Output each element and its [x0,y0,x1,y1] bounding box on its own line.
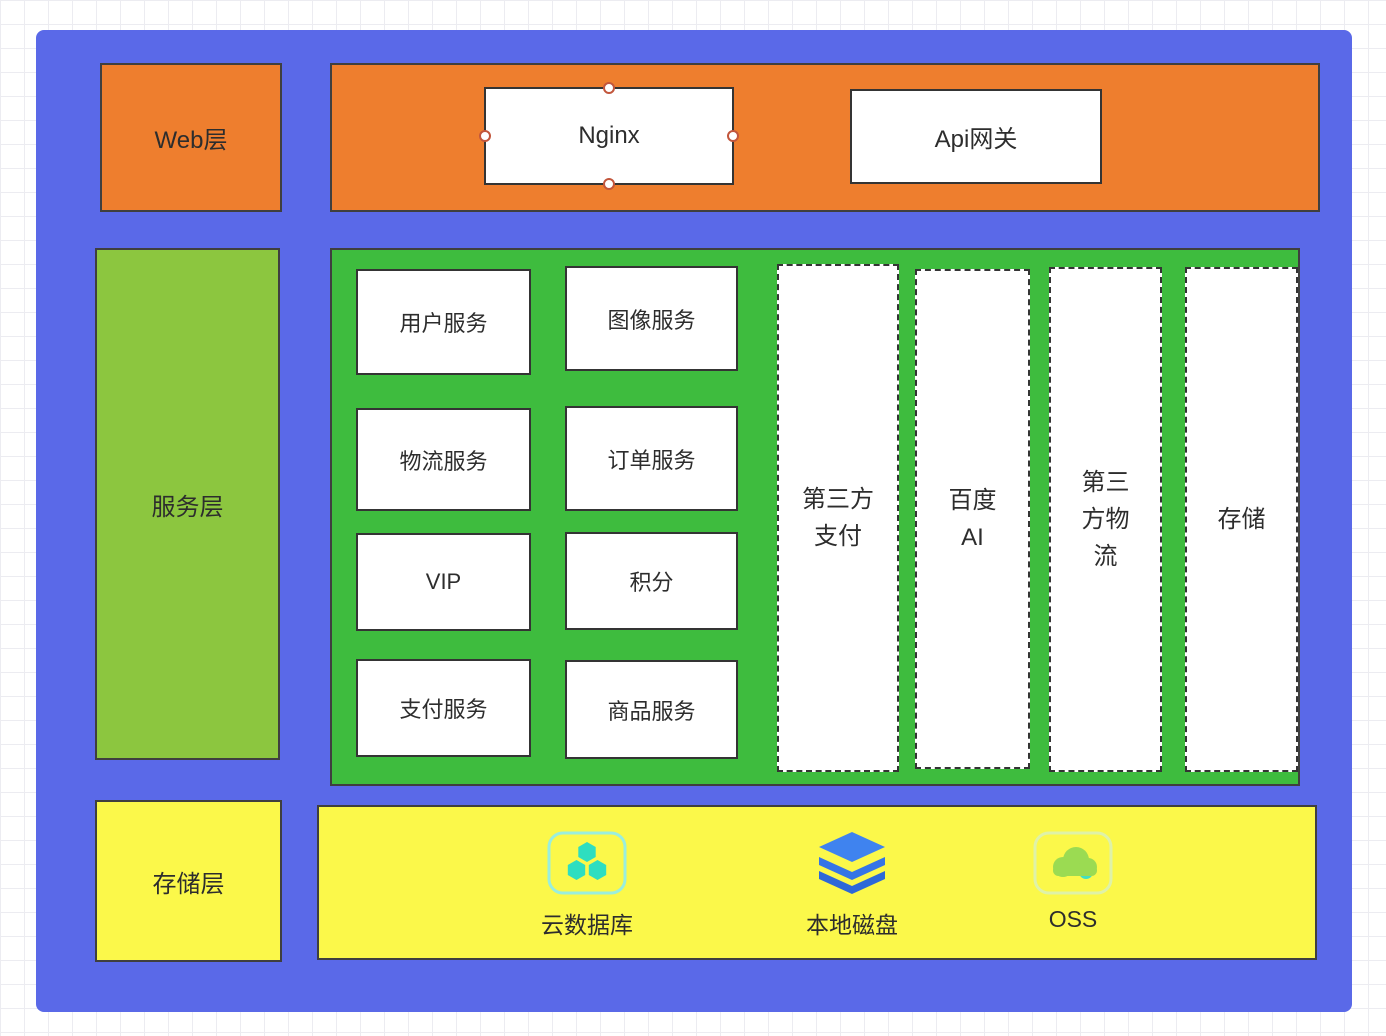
api-gateway-label: Api网关 [934,126,1018,153]
service-layer-label: 服务层 [151,493,224,521]
storage-item-label: 云数据库 [541,912,633,938]
storage-layer-sidebar[interactable]: 存储层 [95,800,282,962]
storage-item-oss[interactable]: OSS [983,829,1163,933]
nginx-label: Nginx [578,122,640,149]
external-box-third-party-payment[interactable]: 第三方支付 [777,264,899,772]
disk-stack-icon [814,829,890,897]
service-box-user[interactable]: 用户服务 [356,269,531,375]
storage-item-local-disk[interactable]: 本地磁盘 [762,829,942,940]
architecture-container[interactable]: Web层 Nginx Api网关 服务层 用户服务 图像服务 [36,30,1352,1012]
selection-handle-left[interactable] [479,130,491,142]
external-box-baidu-ai[interactable]: 百度AI [915,269,1030,769]
service-box-vip[interactable]: VIP [356,533,531,631]
external-label: 存储 [1217,505,1266,533]
web-layer-sidebar[interactable]: Web层 [100,63,282,212]
service-label: 支付服务 [399,697,488,722]
storage-item-cloud-database[interactable]: 云数据库 [497,829,677,940]
external-box-third-party-logistics[interactable]: 第三方物流 [1049,267,1162,772]
storage-item-label: 本地磁盘 [806,912,898,938]
external-label: 第三方物流 [1081,468,1130,571]
service-label: 物流服务 [399,448,488,474]
service-label: 积分 [629,570,674,595]
service-label: 订单服务 [607,447,696,473]
cloud-database-icon [545,829,629,897]
external-label: 百度AI [948,486,997,551]
service-label: 用户服务 [399,311,488,336]
service-box-points[interactable]: 积分 [565,532,738,630]
service-label: VIP [425,569,462,594]
service-box-order[interactable]: 订单服务 [565,406,738,511]
service-box-image[interactable]: 图像服务 [565,266,738,371]
nginx-node[interactable]: Nginx [479,82,739,190]
service-box-logistics[interactable]: 物流服务 [356,408,531,511]
web-layer-panel[interactable]: Nginx Api网关 [330,63,1320,212]
service-box-product[interactable]: 商品服务 [565,660,738,759]
storage-layer-panel[interactable]: 云数据库 本地磁盘 [317,805,1317,960]
oss-cloud-icon [1031,829,1115,897]
external-box-storage[interactable]: 存储 [1185,267,1298,772]
selection-handle-right[interactable] [727,130,739,142]
service-layer-panel[interactable]: 用户服务 图像服务 物流服务 订单服务 VIP 积分 支付服务 商品服务 [330,248,1300,786]
service-box-payment[interactable]: 支付服务 [356,659,531,757]
service-label: 商品服务 [607,698,696,724]
service-layer-sidebar[interactable]: 服务层 [95,248,280,760]
storage-item-label: OSS [1048,906,1098,932]
service-label: 图像服务 [607,307,696,333]
storage-layer-label: 存储层 [152,870,225,898]
external-label: 第三方支付 [802,485,874,550]
selection-handle-bottom[interactable] [603,178,615,190]
selection-handle-top[interactable] [603,82,615,94]
api-gateway-node[interactable]: Api网关 [850,89,1102,184]
web-layer-label: Web层 [154,127,228,154]
